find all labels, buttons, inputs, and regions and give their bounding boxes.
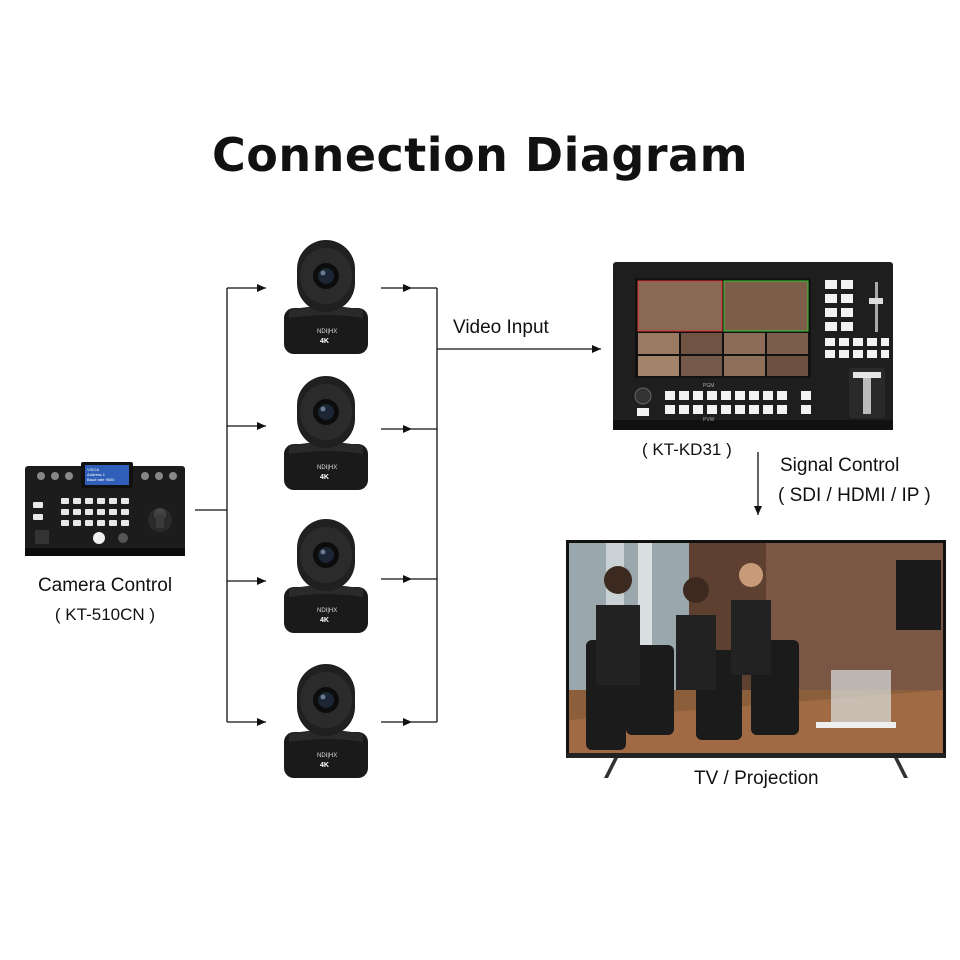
ptz-camera-3: NDI|HX 4K	[281, 515, 371, 635]
pgm-row-label: PGM	[703, 383, 714, 389]
camera-2-resolution: 4K	[320, 474, 329, 481]
camera-3-resolution: 4K	[320, 617, 329, 624]
camera-1-badge: NDI|HX	[317, 329, 337, 335]
switcher-model: ( KT-KD31 )	[642, 440, 732, 459]
camera-controller-keyboard: VISCA Address 1 Baud rate 9600	[25, 462, 185, 558]
camera-2-badge: NDI|HX	[317, 465, 337, 471]
screen-line-2: Address 1	[87, 472, 106, 477]
camera-4-resolution: 4K	[320, 762, 329, 769]
camera-control-label: Camera Control	[37, 575, 173, 596]
camera-4-badge: NDI|HX	[317, 753, 337, 759]
tv-projection-label: TV / Projection	[694, 768, 819, 789]
camera-1-resolution: 4K	[320, 338, 329, 345]
screen-line-3: Baud rate 9600	[87, 477, 115, 482]
pvw-row-label: PVW	[703, 417, 715, 423]
tv-display	[566, 540, 946, 780]
ptz-camera-4: NDI|HX 4K	[281, 660, 371, 780]
camera-3-badge: NDI|HX	[317, 608, 337, 614]
ptz-camera-1: NDI|HX 4K	[281, 236, 371, 356]
ptz-camera-2: NDI|HX 4K	[281, 372, 371, 492]
multiview-tiles	[638, 281, 808, 376]
signal-control-label: Signal Control	[780, 455, 900, 476]
diagram-title: Connection Diagram	[211, 128, 749, 182]
video-switcher: PGM PVW	[613, 258, 893, 432]
camera-control-model: ( KT-510CN )	[54, 605, 156, 624]
signal-interfaces-label: ( SDI / HDMI / IP )	[778, 485, 931, 506]
video-input-label: Video Input	[453, 317, 549, 338]
screen-line-1: VISCA	[87, 467, 99, 472]
